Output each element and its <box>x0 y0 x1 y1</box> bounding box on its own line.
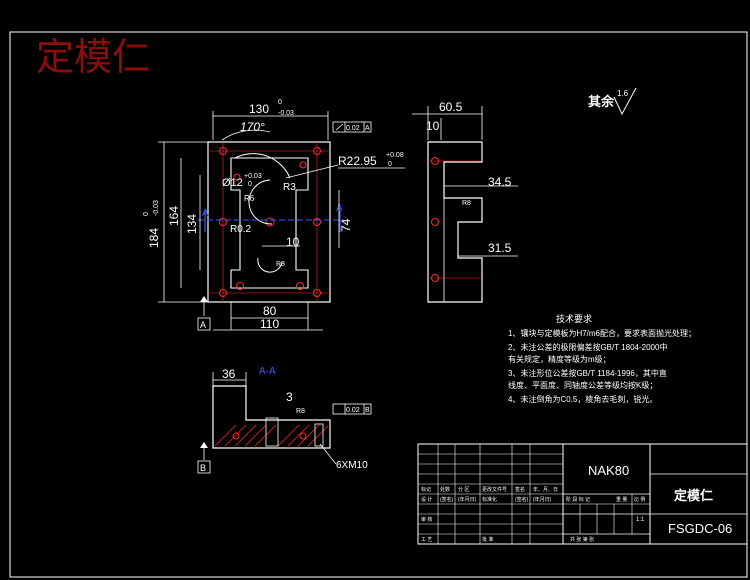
svg-text:R6: R6 <box>244 194 255 203</box>
tech-line-6: 4、未注倒角为C0.5，棱角去毛刺，锐光。 <box>508 394 657 404</box>
thread-callout: 6XM10 <box>336 460 368 471</box>
dim-height: 184 <box>147 228 161 248</box>
svg-text:更改文件号: 更改文件号 <box>482 486 507 493</box>
svg-text:批 准: 批 准 <box>482 536 493 543</box>
svg-text:分 区: 分 区 <box>458 486 469 493</box>
part-name: 定模仁 <box>673 488 713 503</box>
svg-text:(年月日): (年月日) <box>458 496 477 503</box>
svg-text:工 艺: 工 艺 <box>421 537 432 543</box>
section-view: A-A 36 3 R8 0.02 B <box>197 366 372 474</box>
section-flatness: 0.02 <box>346 407 360 414</box>
dim-74: 74 <box>339 218 353 232</box>
svg-text:0: 0 <box>388 161 392 168</box>
dim-3: 3 <box>286 390 293 404</box>
dim-110: 110 <box>260 317 279 331</box>
svg-text:标准化: 标准化 <box>482 496 497 503</box>
dim-31-5: 31.5 <box>488 241 512 255</box>
datum-b: B <box>200 463 206 473</box>
tech-line-4: 3、未注形位公差按GB/T 1184-1996，其中直 <box>508 368 667 378</box>
svg-text:B: B <box>365 407 370 414</box>
svg-text:R8: R8 <box>276 261 285 268</box>
scale-value: 1:1 <box>636 517 645 523</box>
tech-line-5: 线度、平面度、同轴度公差等级均按K级； <box>508 380 657 390</box>
dim-164: 164 <box>167 206 181 226</box>
svg-text:(签名): (签名) <box>515 496 529 503</box>
svg-text:-0.03: -0.03 <box>278 110 294 117</box>
svg-text:R0.2: R0.2 <box>230 224 252 235</box>
title-watermark: 定模仁 <box>36 37 150 79</box>
svg-text:(年月日): (年月日) <box>533 496 552 503</box>
svg-text:签名: 签名 <box>515 486 525 493</box>
svg-text:R8: R8 <box>462 200 471 207</box>
svg-text:0: 0 <box>278 99 282 106</box>
svg-text:+0.08: +0.08 <box>386 152 404 159</box>
svg-text:A: A <box>365 125 370 132</box>
svg-text:R8: R8 <box>296 408 305 415</box>
tech-requirements: 技术要求 1、镶块与定模板为H7/m6配合，要求表面抛光处理； 2、未注公差的极… <box>508 313 696 404</box>
title-block: NAK80 定模仁 FSGDC-06 1:1 标记 处数 分 区 更改文件号 签… <box>417 443 748 545</box>
dim-60-5: 60.5 <box>439 100 463 114</box>
material-name: NAK80 <box>588 463 629 478</box>
tech-heading: 技术要求 <box>556 313 592 324</box>
dim-134: 134 <box>185 214 199 234</box>
svg-text:年、月、日: 年、月、日 <box>533 486 558 493</box>
flatness-tolerance: 0.02 <box>346 125 360 132</box>
dim-side-10: 10 <box>426 119 440 133</box>
svg-text:0: 0 <box>248 181 252 188</box>
section-mark-right: A <box>336 203 343 214</box>
plan-view: 130 0 -0.03 0.02 A <box>143 99 405 331</box>
svg-text:R3: R3 <box>283 182 296 193</box>
tech-line-1: 1、镶块与定模板为H7/m6配合，要求表面抛光处理； <box>508 328 696 338</box>
svg-text:处数: 处数 <box>440 486 450 493</box>
drawing-number: FSGDC-06 <box>668 521 732 536</box>
dim-diameter: Ø12 <box>222 177 243 189</box>
dim-80: 80 <box>263 304 277 318</box>
tech-line-2: 2、未注公差的极限偏差按GB/T 1804-2000中 <box>508 342 667 352</box>
roughness-symbol-icon: 1.6 <box>613 87 637 116</box>
dim-width: 130 <box>249 102 269 116</box>
svg-text:审 核: 审 核 <box>421 516 432 523</box>
tech-line-3: 有关规定，精度等级为m级； <box>508 354 611 364</box>
side-view: 60.5 10 34.5 31.5 R8 <box>412 100 518 303</box>
svg-text:重 量: 重 量 <box>616 496 627 503</box>
dim-36: 36 <box>222 367 236 381</box>
svg-text:(签名): (签名) <box>440 496 454 503</box>
dim-10: 10 <box>286 235 300 249</box>
section-label: A-A <box>259 366 276 377</box>
drawing-frame <box>9 31 748 578</box>
svg-text:标记: 标记 <box>421 486 431 493</box>
svg-text:+0.03: +0.03 <box>244 173 262 180</box>
svg-text:-0.03: -0.03 <box>153 200 160 216</box>
roughness-note: 其余 <box>588 94 615 109</box>
svg-text:比 例: 比 例 <box>634 496 645 503</box>
dim-34-5: 34.5 <box>488 175 512 189</box>
svg-text:共 张 第 张: 共 张 第 张 <box>570 536 594 543</box>
svg-text:0: 0 <box>143 212 150 216</box>
svg-text:阶 段 标 记: 阶 段 标 记 <box>566 496 590 503</box>
svg-text:设 计: 设 计 <box>421 496 432 503</box>
datum-a: A <box>200 320 206 330</box>
dim-radius: R22.95 <box>338 154 377 168</box>
dim-angle: 170° <box>240 120 265 134</box>
svg-text:1.6: 1.6 <box>617 89 629 98</box>
